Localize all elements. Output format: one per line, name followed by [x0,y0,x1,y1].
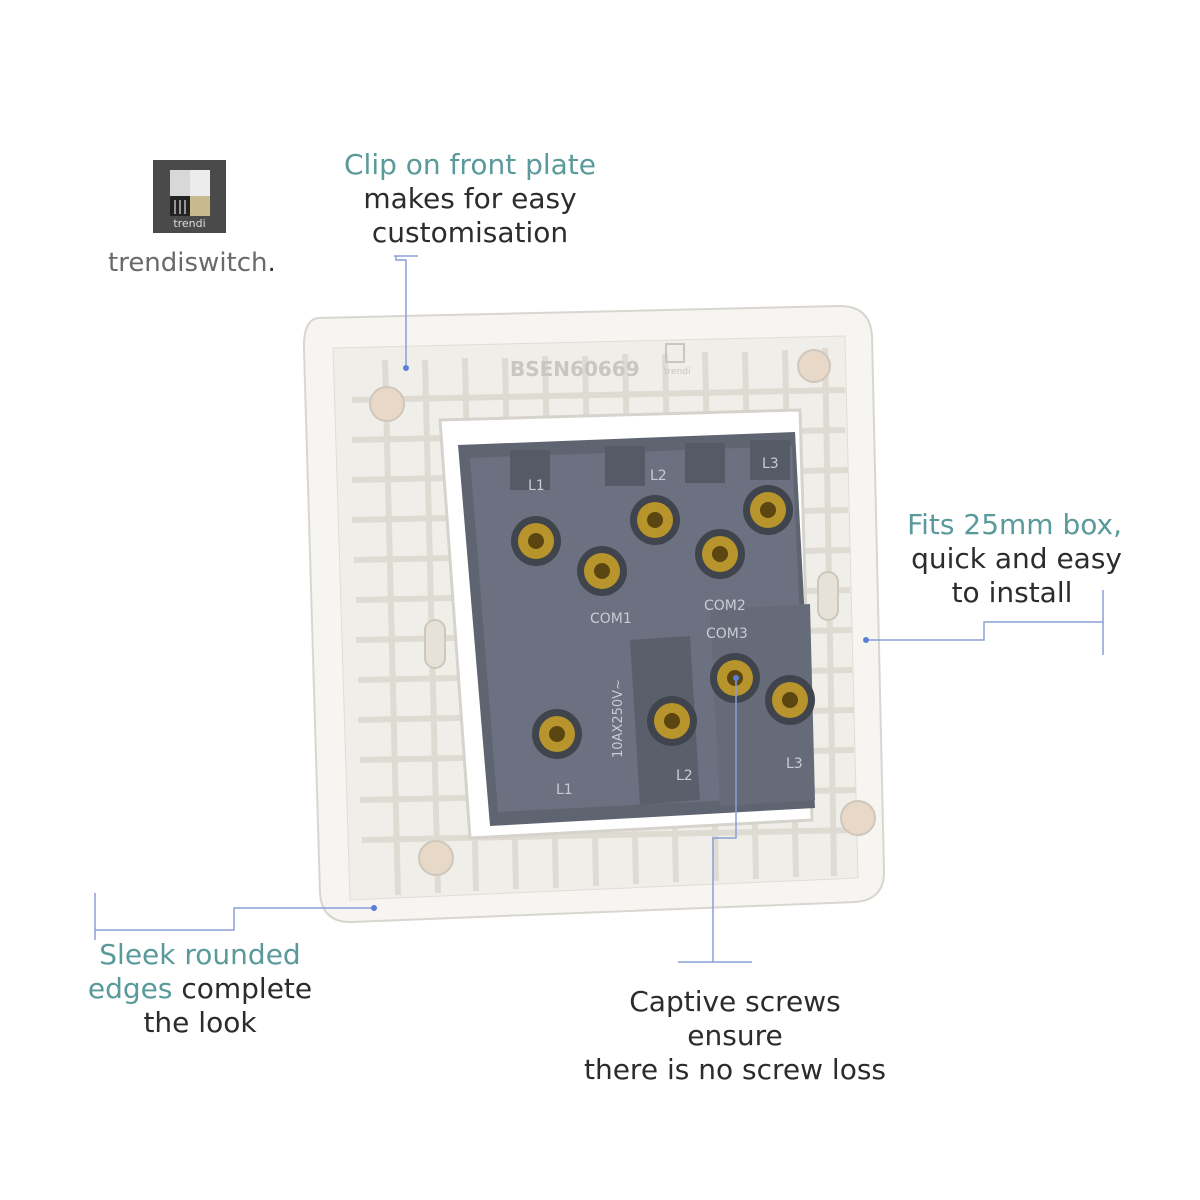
terminal-label-top-l2: L2 [650,468,667,484]
module-rating: 10AX250V~ [611,679,626,758]
terminal-label-top-l3: L3 [762,456,779,472]
callout-clip-line2: makes for easy [363,182,577,215]
brand-name: trendiswitch. [108,248,276,278]
brand-logo-mark [153,160,226,233]
callout-screws-line1: Captive screws ensure [629,985,841,1052]
callout-captive-screws: Captive screws ensure there is no screw … [580,985,890,1087]
callout-clip-highlight: Clip on front plate [344,148,596,181]
terminal-label-com1: COM1 [590,611,632,627]
callout-rounded-edges: Sleek rounded edges complete the look [80,938,320,1040]
terminal-label-bottom-l2: L2 [676,768,693,784]
callout-screws-line2: there is no screw loss [583,1053,886,1086]
callout-edges-rest2: complete [172,972,313,1005]
callout-edges-line3: the look [143,1006,257,1039]
brand-name-suffix: . [267,248,276,278]
brand-logo-caption: trendi [173,217,206,230]
callout-clip-line3: customisation [371,216,569,249]
callout-box-line2: quick and easy [911,542,1122,575]
terminal-label-top-l1: L1 [528,478,545,494]
terminal-label-bottom-l3: L3 [786,756,803,772]
callout-clip-on-plate: Clip on front plate makes for easy custo… [320,148,620,250]
callout-edges-line2: edges complete [80,972,320,1006]
callout-fits-box: Fits 25mm box, quick and easy to install [890,508,1122,610]
callout-box-highlight: Fits 25mm box, [907,508,1122,541]
callout-edges-highlight1: Sleek rounded [99,938,301,971]
plate-logo-caption: trendi [664,367,691,377]
brand-logo: trendi [153,160,226,233]
leader-lines [94,255,1104,963]
callout-box-line3: to install [951,576,1073,609]
terminal-label-com3: COM3 [706,626,748,642]
callout-edges-highlight2: edges [87,972,173,1005]
terminal-label-com2: COM2 [704,598,746,614]
plate-marking: BSEN60669 [510,357,640,381]
brand-name-text: trendiswitch [108,248,268,278]
terminal-label-bottom-l1: L1 [556,782,573,798]
